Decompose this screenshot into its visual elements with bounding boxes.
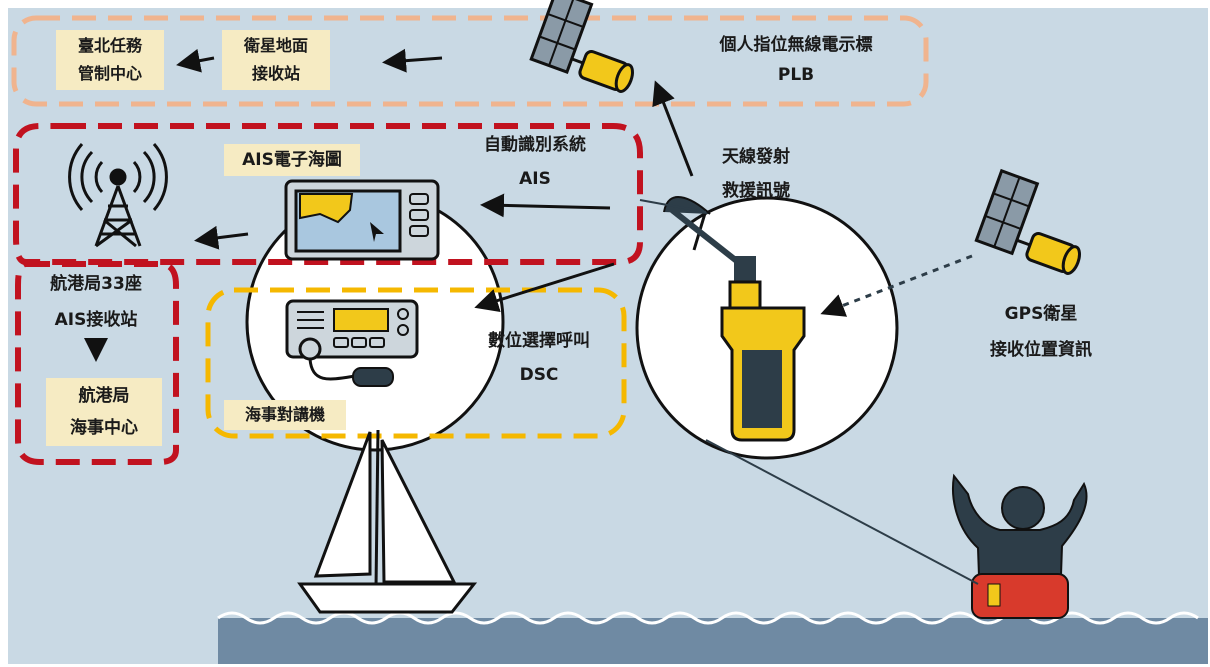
arrow-to-tower — [194, 225, 249, 250]
sea-wave-line — [217, 611, 1199, 625]
dsc-frame — [205, 287, 627, 439]
arrow-to-mcc — [176, 48, 215, 73]
antenna-label: 天線發射救援訊號 — [722, 147, 790, 201]
plb-frame — [11, 15, 929, 107]
plb-beacon-icon — [663, 196, 806, 442]
sailboat-icon — [297, 429, 478, 614]
arrow-to-satellite — [652, 80, 694, 177]
beacon-lanyard — [705, 439, 979, 585]
arrow-to-radio — [474, 262, 615, 313]
arrow-to-ground-station — [382, 48, 443, 73]
arrow-gps-to-beacon — [820, 254, 973, 317]
gps-label: GPS衛星接收位置資訊 — [990, 304, 1092, 360]
ais-chart-label: AIS電子海圖 — [224, 144, 360, 176]
mpb-center-label: 航港局海事中心 — [46, 378, 162, 446]
radio-tower-icon — [68, 143, 168, 248]
sea — [218, 618, 1208, 664]
antenna-line — [639, 199, 707, 213]
person-in-water-icon — [952, 473, 1088, 619]
ais-frame-bottom — [15, 261, 179, 465]
marine-radio-label: 海事對講機 — [224, 400, 346, 430]
gps-satellite-icon — [974, 168, 1081, 275]
ground-station-label: 衛星地面接收站 — [222, 30, 330, 90]
chart-plotter-icon — [284, 179, 440, 261]
vhf-radio-icon — [285, 299, 419, 387]
taipei-mcc-label: 臺北任務管制中心 — [56, 30, 164, 90]
arrow-to-ais-chart — [480, 193, 611, 218]
ais-frame-top — [13, 123, 643, 265]
satellite-icon — [529, 0, 634, 93]
